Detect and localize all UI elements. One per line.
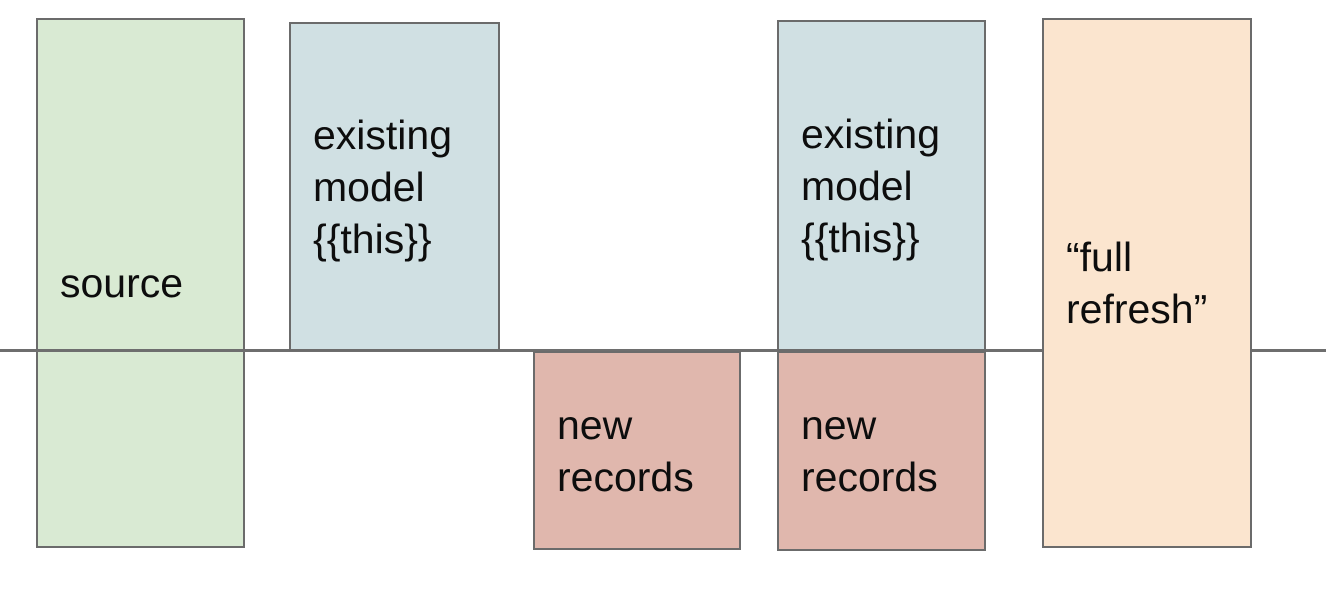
- timeline-divider-line: [0, 349, 1326, 352]
- existing-model-box-2: existing model {{this}}: [777, 20, 986, 351]
- new-records-box-2: new records: [777, 351, 986, 551]
- new-records-box-1: new records: [533, 351, 741, 550]
- box-label: new records: [557, 401, 694, 500]
- box-label: “full refresh”: [1066, 234, 1208, 332]
- box-label: existing model {{this}}: [313, 111, 453, 262]
- full-refresh-box: “full refresh”: [1042, 18, 1252, 548]
- box-label: source: [60, 260, 184, 306]
- box-label: existing model {{this}}: [801, 110, 941, 261]
- source-box: source: [36, 18, 245, 548]
- existing-model-box-1: existing model {{this}}: [289, 22, 500, 351]
- box-label: new records: [801, 402, 938, 500]
